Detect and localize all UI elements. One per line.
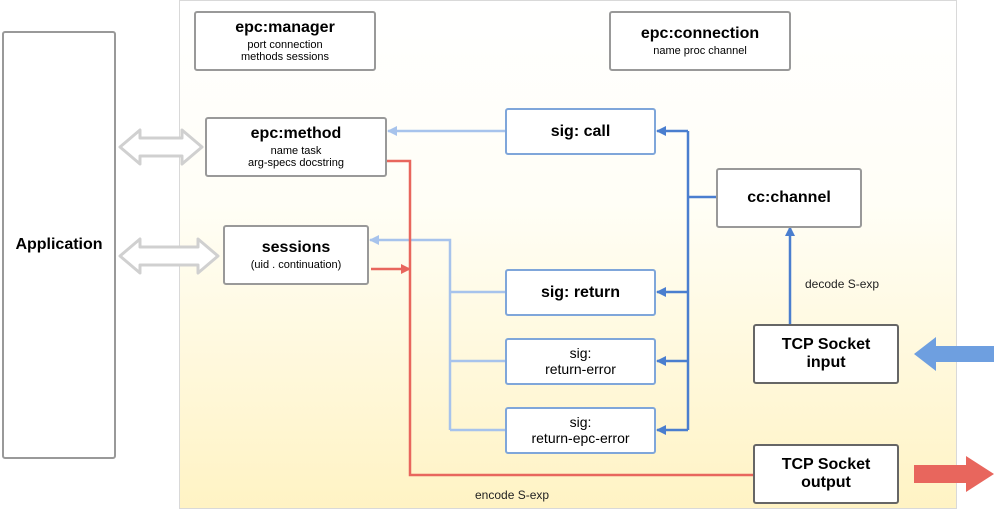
sig-call-box: sig: call [505, 108, 656, 155]
sig-return-box: sig: return [505, 269, 656, 316]
method-double-arrow [118, 128, 204, 166]
sig-call-label: sig: call [550, 122, 611, 140]
sig-return-error-label-1: sig: [569, 344, 592, 361]
application-label: Application [15, 236, 103, 254]
epc-method-box: epc:method name task arg-specs docstring [205, 117, 387, 177]
tcp-socket-input-box: TCP Socket input [753, 324, 899, 384]
sig-return-error-box: sig: return-error [505, 338, 656, 385]
cc-channel-box: cc:channel [716, 168, 862, 228]
decode-label: decode S-exp [805, 277, 880, 291]
outgoing-output-arrow [914, 456, 994, 492]
epc-manager-box: epc:manager port connection methods sess… [194, 11, 376, 71]
sig-return-epc-error-box: sig: return-epc-error [505, 407, 656, 454]
manager-line1: port connection [247, 38, 323, 51]
tcp-socket-output-box: TCP Socket output [753, 444, 899, 504]
socket-output-line2: output [801, 474, 851, 491]
channel-label: cc:channel [747, 189, 831, 207]
to-output-wire [371, 159, 755, 477]
sessions-double-arrow [118, 237, 220, 275]
sessions-line1: (uid . continuation) [250, 258, 342, 271]
epc-connection-box: epc:connection name proc channel [609, 11, 791, 71]
method-line1: name task [270, 144, 322, 157]
channel-bus-wire [686, 131, 716, 430]
returns-to-sessions-wire [370, 240, 505, 432]
encode-label: encode S-exp [475, 488, 550, 502]
sig-return-epc-error-label-1: sig: [569, 413, 592, 430]
method-line2: arg-specs docstring [248, 156, 344, 169]
sessions-box: sessions (uid . continuation) [223, 225, 369, 285]
method-title: epc:method [250, 124, 342, 142]
sig-return-error-label-2: return-error [545, 360, 616, 377]
connection-title: epc:connection [640, 24, 760, 42]
application-box: Application [2, 31, 116, 459]
socket-input-line1: TCP Socket [781, 336, 871, 354]
sessions-title: sessions [261, 238, 331, 256]
manager-line2: methods sessions [240, 50, 330, 63]
manager-title: epc:manager [235, 18, 335, 36]
sig-return-epc-error-label-2: return-epc-error [531, 429, 630, 446]
socket-output-line1: TCP Socket [781, 456, 871, 474]
socket-input-line2: input [806, 354, 846, 371]
incoming-input-arrow [914, 337, 994, 371]
sig-return-label: sig: return [540, 283, 621, 301]
connection-line1: name proc channel [653, 44, 747, 57]
